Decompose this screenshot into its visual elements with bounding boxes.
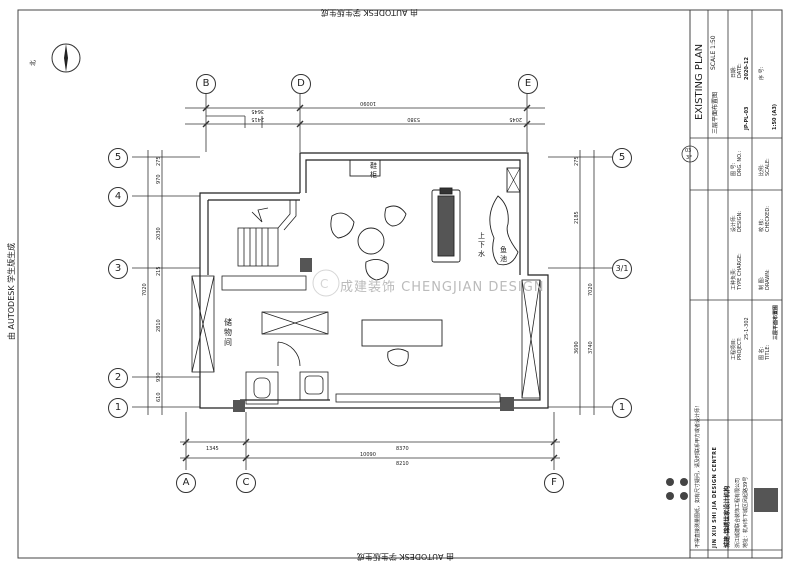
dim-top-sub: 3645 (251, 108, 264, 114)
axis-bubble-left-2: 2 (108, 368, 128, 388)
company-cn: 城建·锦绣世家设计机构 (724, 485, 731, 548)
scale-label: SCALE 1:50 (710, 35, 717, 70)
axis-bubble-right-3-1: 3/1 (612, 259, 632, 279)
dim-left-3: 2030 (156, 227, 162, 240)
company-address: 地址：杭州市下城区凤起路39号 (743, 476, 749, 548)
treadmill (431, 187, 461, 263)
date-label-en: DATE: (737, 63, 743, 78)
drawing-no-label: 图 号: (731, 162, 737, 176)
date-value: 2020-12 (744, 57, 750, 80)
room-label-fish-tank: 鱼池 (500, 246, 507, 263)
dim-right-sub: 3740 (588, 341, 594, 354)
dim-bottom-sub: 8210 (396, 461, 409, 467)
project-value: 25-1-302 (744, 317, 750, 340)
company-en: JIN XIU SHI JIA DESIGN CENTRE (712, 446, 718, 548)
drafter-label-en: DRAWN: (765, 269, 771, 290)
dim-left-1: 275 (156, 156, 162, 166)
sheet-sub: 3F (686, 155, 693, 161)
fish-pond (489, 195, 519, 266)
dim-left-4: 215 (156, 266, 162, 276)
axis-bubble-F: F (544, 473, 564, 493)
axis-bubble-left-1: 1 (108, 398, 128, 418)
designer-label-en: DESIGN: (737, 211, 743, 232)
dim-right-1: 2185 (574, 211, 580, 224)
axis-bubble-left-3: 3 (108, 259, 128, 279)
autodesk-stamp-bottom: 由 AUTODESK 学生版生成 (356, 552, 454, 561)
north-label: 北 (30, 59, 37, 66)
date-label: 日期: (731, 66, 737, 78)
project-label: 工程项目: (731, 338, 737, 360)
company-emblem-icon (754, 488, 778, 512)
drawing-no-value: JP-PL-03 (744, 106, 750, 130)
watermark-text: 成建装饰 CHENGJIAN DESIGN (340, 280, 545, 295)
sheet-border (17, 9, 783, 559)
axis-bubble-D: D (291, 74, 311, 94)
dim-top-2: 5380 (407, 116, 420, 122)
seq-label: 序 号: (759, 66, 765, 80)
drafter-label: 制 图: (759, 276, 765, 290)
room-label-up-down: 上下水 (478, 232, 485, 258)
structural-columns (233, 258, 514, 412)
room-label-storage: 储物间 (224, 318, 232, 347)
sheet-no: 03 (685, 148, 692, 154)
leader-label-en: TYPE CHARGE: (737, 253, 743, 290)
dim-top-total: 10090 (360, 100, 376, 106)
leader-label: 工种负责: (731, 268, 737, 290)
dim-right-0: 275 (574, 156, 580, 166)
axis-bubble-E: E (518, 74, 538, 94)
company-full: 浙江城建联合装饰工程有限公司 (735, 477, 741, 548)
drawing-title-en: EXISTING PLAN (694, 43, 705, 120)
title-block (681, 10, 782, 558)
axis-bubble-right-1: 1 (612, 398, 632, 418)
autodesk-stamp-left: 由 AUTODESK 学生版生成 (7, 242, 16, 340)
bathroom (245, 341, 329, 405)
long-table (361, 319, 443, 347)
axis-bubble-B: B (196, 74, 216, 94)
axis-bubble-C: C (236, 473, 256, 493)
watermark-logo: C (312, 269, 340, 297)
room-label-shoe-cabinet: 鞋柜 (370, 162, 377, 179)
north-arrow-icon (51, 43, 81, 73)
dim-top-1: 2415 (251, 116, 264, 122)
drawing-no-label-en: DRG. NO.: (737, 150, 743, 176)
drawing-notice: 不得直接测量图纸，如有尺寸疑问，请及时联系甲方或者设计师！ (695, 402, 701, 548)
ratio-value: 1:50 (A3) (772, 103, 778, 130)
checker-label: 校 核: (759, 218, 765, 232)
autodesk-stamp-top: 由 AUTODESK 学生版生成 (320, 8, 418, 17)
checker-label-en: CHECKED: (765, 206, 771, 232)
title-label-en: TITLE: (765, 344, 771, 360)
staircase (237, 200, 297, 267)
title-label: 图 名: (759, 346, 765, 360)
axis-bubble-left-4: 4 (108, 187, 128, 207)
dim-bottom-1: 1345 (206, 446, 219, 452)
svg-text:C: C (320, 277, 328, 291)
designer-label: 设计师: (731, 215, 737, 232)
dim-bottom-total: 10090 (360, 452, 376, 458)
ratio-label-en: SCALE: (765, 158, 771, 176)
project-label-en: PROJECT: (737, 337, 743, 360)
dim-right-2: 3690 (574, 341, 580, 354)
dim-top-3: 2045 (509, 116, 522, 122)
storage-cabinets (191, 275, 501, 403)
drawing-title-cn: 三层平面布置图 (712, 91, 719, 134)
dim-left-2: 970 (156, 174, 162, 184)
axis-bubble-right-5: 5 (612, 148, 632, 168)
dim-right-total: 7020 (588, 283, 594, 296)
title-value: 三层平面布置图 (773, 304, 779, 340)
ratio-label: 比例: (759, 164, 765, 176)
axis-bubble-A: A (176, 473, 196, 493)
dim-left-6: 930 (156, 372, 162, 382)
dim-left-7: 610 (156, 392, 162, 402)
dim-bottom-2: 8370 (396, 446, 409, 452)
round-table-set (330, 205, 407, 281)
decor-symbol-icon (666, 478, 688, 500)
dim-left-total: 7020 (142, 283, 148, 296)
shoe-cabinet (349, 159, 381, 177)
axis-bubble-left-5: 5 (108, 148, 128, 168)
dim-left-5: 2810 (156, 319, 162, 332)
